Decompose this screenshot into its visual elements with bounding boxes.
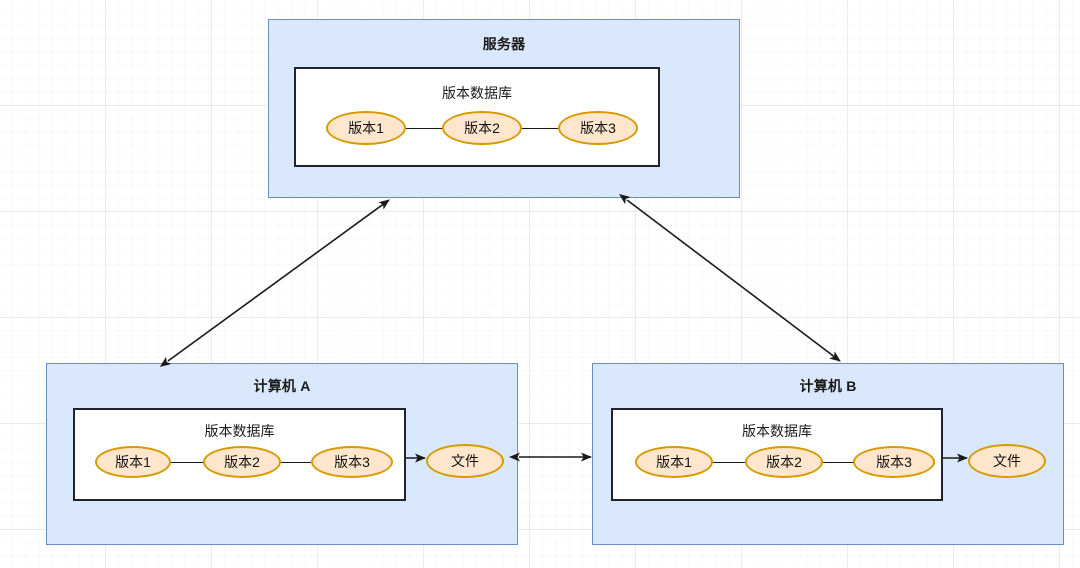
computer-b-version-db-title: 版本数据库: [742, 423, 812, 439]
zone-server-title: 服务器: [482, 36, 526, 52]
zone-computer-b[interactable]: 计算机 B 版本数据库 版本1 版本2 版本3 文件: [592, 363, 1064, 545]
server-connector-1-2: [406, 128, 442, 129]
arrow-server-computer-b[interactable]: [619, 193, 841, 362]
computer-b-connector-1-2: [713, 462, 745, 463]
zone-computer-a[interactable]: 计算机 A 版本数据库 版本1 版本2 版本3 文件: [46, 363, 518, 545]
computer-a-connector-1-2: [171, 462, 203, 463]
server-version-db-title: 版本数据库: [442, 85, 512, 101]
computer-a-version-db-box[interactable]: 版本数据库 版本1 版本2 版本3: [73, 408, 406, 501]
zone-server[interactable]: 服务器 版本数据库 版本1 版本2 版本3: [268, 19, 740, 198]
computer-b-version-node-2[interactable]: 版本2: [745, 446, 823, 478]
server-version-db-box[interactable]: 版本数据库 版本1 版本2 版本3: [294, 67, 660, 167]
computer-b-version-node-3[interactable]: 版本3: [853, 446, 935, 478]
zone-computer-a-title: 计算机 A: [253, 378, 311, 394]
computer-b-version-node-1[interactable]: 版本1: [635, 446, 713, 478]
server-connector-2-3: [522, 128, 558, 129]
computer-a-file-node[interactable]: 文件: [426, 444, 504, 478]
arrow-server-computer-a[interactable]: [159, 199, 390, 367]
computer-a-version-node-2[interactable]: 版本2: [203, 446, 281, 478]
server-version-node-2[interactable]: 版本2: [442, 111, 522, 145]
computer-b-connector-2-3: [823, 462, 853, 463]
server-version-node-1[interactable]: 版本1: [326, 111, 406, 145]
computer-a-version-node-3[interactable]: 版本3: [311, 446, 393, 478]
computer-a-connector-2-3: [281, 462, 311, 463]
zone-computer-b-title: 计算机 B: [799, 378, 857, 394]
computer-a-version-db-title: 版本数据库: [204, 423, 275, 439]
computer-b-file-node[interactable]: 文件: [968, 444, 1046, 478]
computer-b-version-db-box[interactable]: 版本数据库 版本1 版本2 版本3: [611, 408, 943, 501]
server-version-node-3[interactable]: 版本3: [558, 111, 638, 145]
computer-a-version-node-1[interactable]: 版本1: [95, 446, 171, 478]
